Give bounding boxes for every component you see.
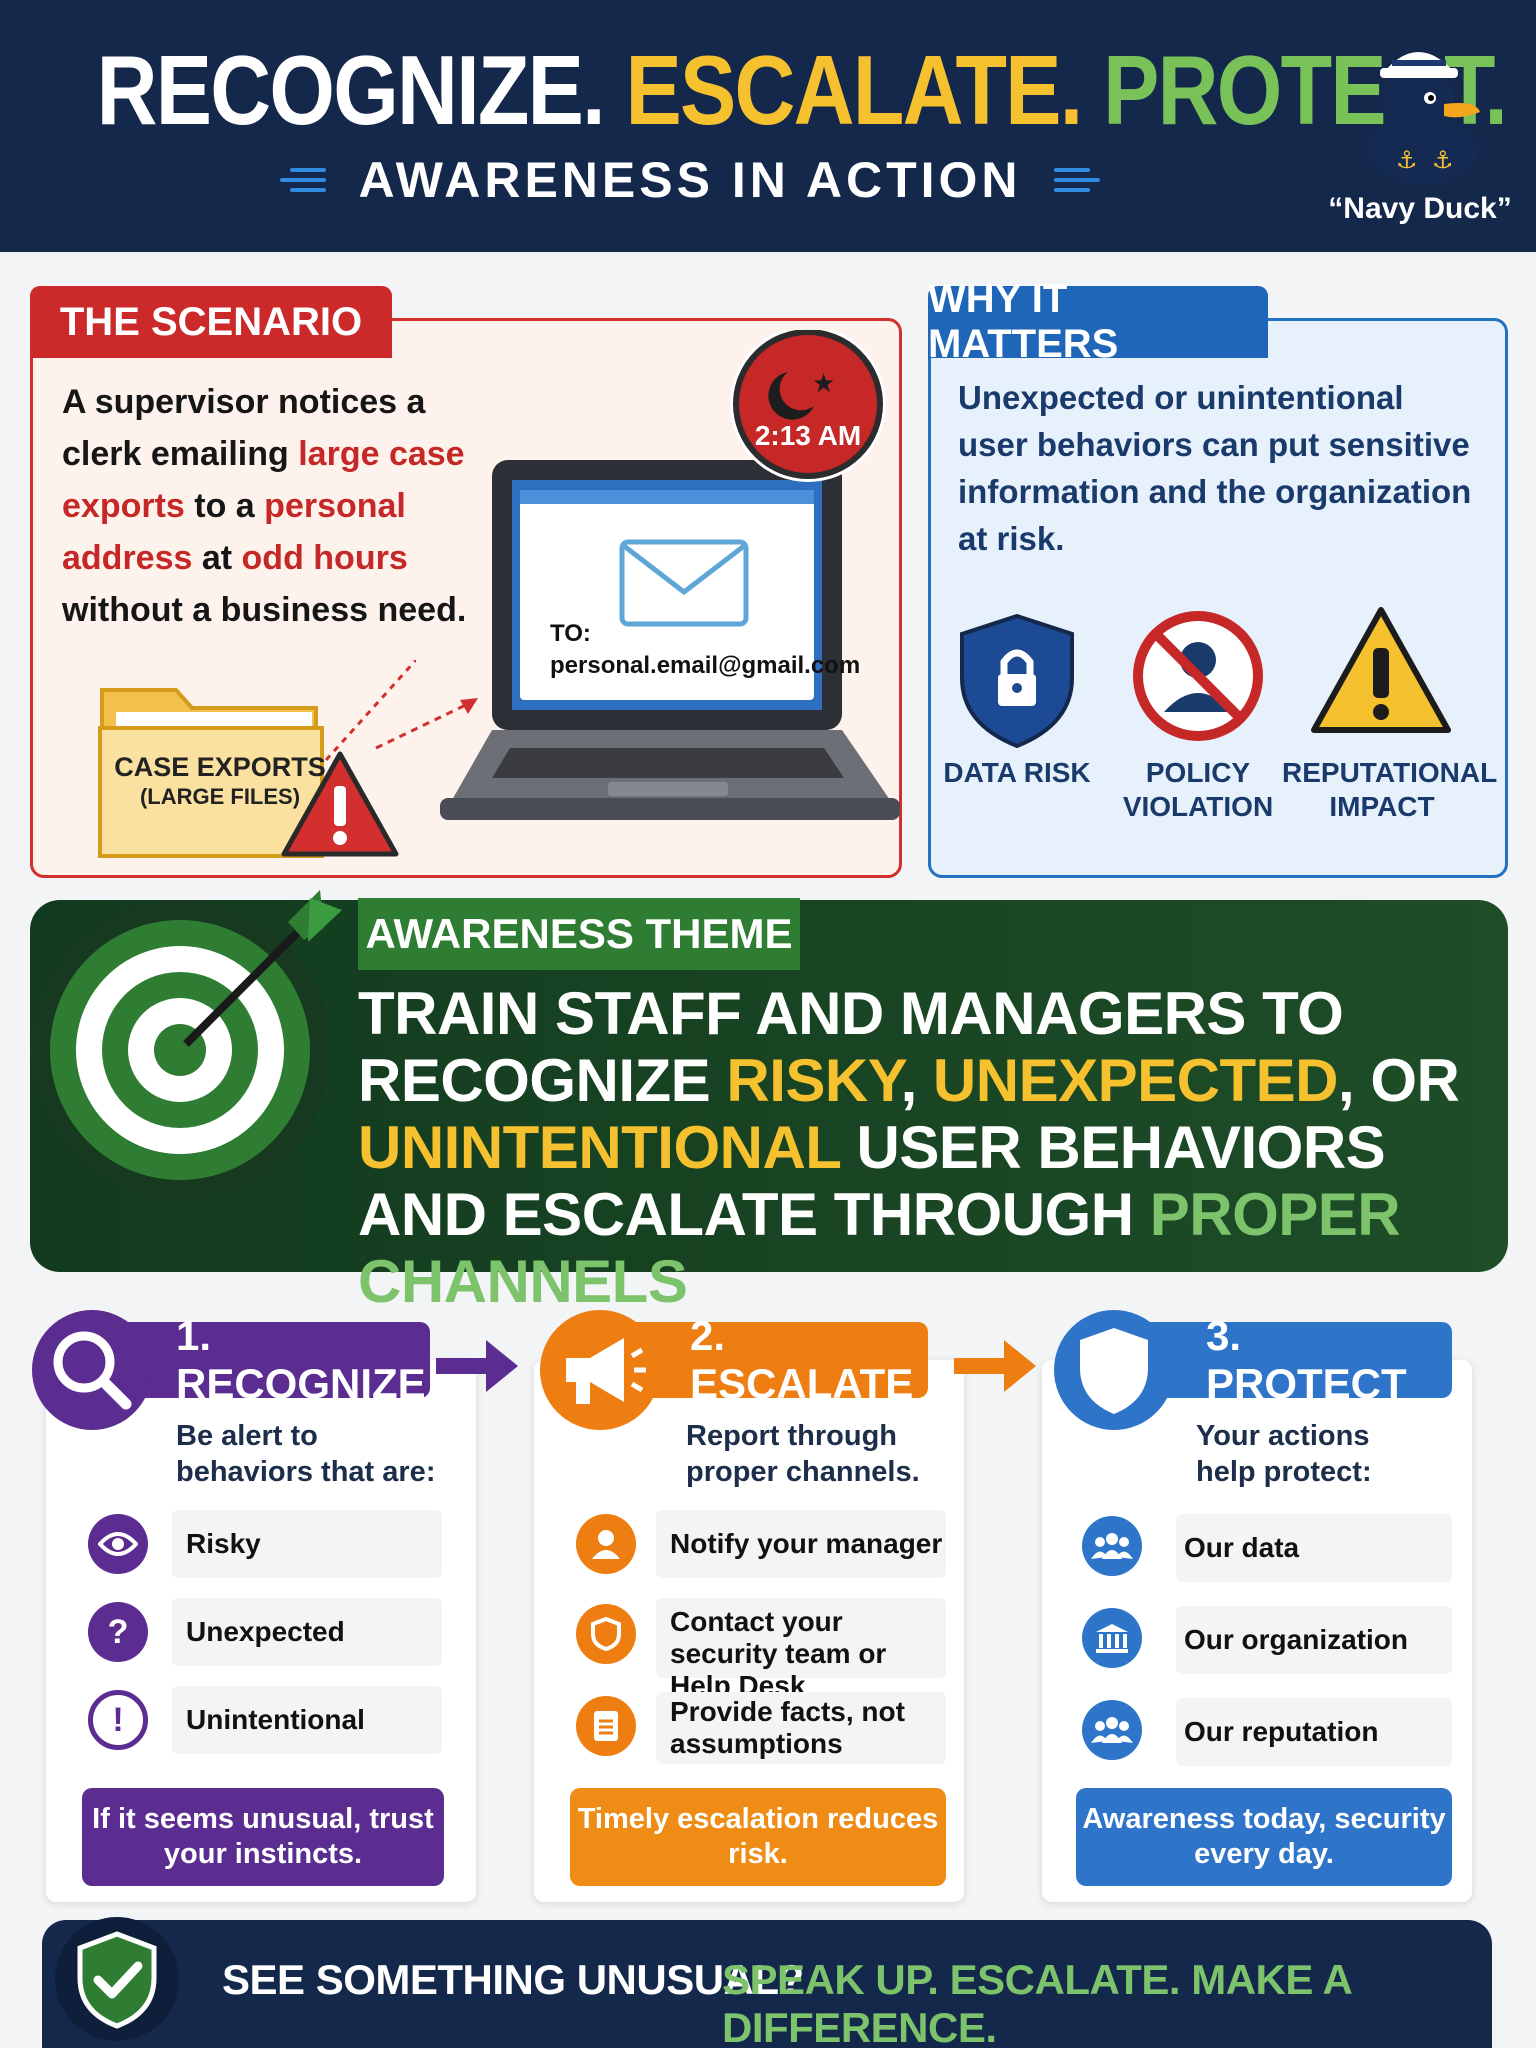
- recognize-intro: Be alert to behaviors that are:: [176, 1420, 436, 1488]
- policy-violation-label: POLICY VIOLATION: [1122, 757, 1274, 822]
- email-to-address: personal.email@gmail.com: [550, 652, 861, 679]
- question-icon: ?: [88, 1602, 148, 1662]
- bottom-banner: [42, 1920, 1492, 2048]
- recognize-item-risky: Risky: [186, 1528, 261, 1559]
- megaphone-icon: [540, 1310, 660, 1430]
- escalate-title: 2. ESCALATE: [618, 1312, 928, 1407]
- alert-triangle-icon: [281, 751, 399, 857]
- policy-violation-icon: [1133, 611, 1263, 741]
- target-icon: [30, 890, 342, 1200]
- escalate-item-security-team: Contact your security team or Help Desk: [670, 1606, 887, 1701]
- title-escalate: ESCALATE.: [603, 35, 1084, 145]
- subtitle-row: AWARENESS IN ACTION: [260, 150, 1120, 210]
- recognize-item-unexpected: Unexpected: [186, 1616, 345, 1647]
- night-clock-icon: ★: [730, 330, 886, 482]
- exclamation-icon: !: [88, 1690, 148, 1750]
- arrow-right-icon: [436, 1340, 518, 1392]
- recognize-item-unintentional: Unintentional: [186, 1704, 365, 1735]
- svg-text:⚓: ⚓: [1432, 146, 1454, 174]
- title-recognize: RECOGNIZE.: [96, 35, 606, 145]
- arrow-right-icon: [954, 1340, 1036, 1392]
- protect-item-organization: Our organization: [1184, 1624, 1408, 1655]
- banner-question: SEE SOMETHING UNUSUAL?: [222, 1956, 804, 2003]
- case-folder-icon: [98, 660, 416, 858]
- awareness-theme-text: TRAIN STAFF AND MANAGERS TO RECOGNIZE RI…: [358, 980, 1460, 1315]
- shield-check-icon: [55, 1917, 179, 2041]
- svg-text:★: ★: [812, 369, 835, 399]
- recognize-title: 1. RECOGNIZE: [120, 1312, 430, 1407]
- data-risk-label: DATA RISK: [943, 757, 1091, 788]
- escalate-intro: Report through proper channels.: [686, 1420, 920, 1488]
- recognize-footer: If it seems unusual, trust your instinct…: [82, 1788, 444, 1886]
- why-it-matters-card: [928, 318, 1508, 878]
- escalate-item-manager: Notify your manager: [670, 1528, 943, 1559]
- page-title: RECOGNIZE. ESCALATE. PROTECT.: [96, 34, 1508, 147]
- speed-lines-left-icon: [280, 160, 330, 200]
- dashed-arrow-icon: [375, 698, 478, 750]
- group-icon: [1082, 1700, 1142, 1760]
- reputational-impact-label: REPUTATIONAL IMPACT: [1282, 757, 1498, 822]
- protect-footer: Awareness today, security every day.: [1076, 1788, 1452, 1886]
- clock-time: 2:13 AM: [754, 420, 862, 451]
- banner-call-to-action: SPEAK UP. ESCALATE. MAKE A DIFFERENCE.: [722, 1956, 1351, 2048]
- magnifier-icon: [32, 1310, 152, 1430]
- protect-title: 3. PROTECT: [1126, 1312, 1452, 1407]
- awareness-theme-tab: AWARENESS THEME: [358, 898, 800, 970]
- protect-item-data: Our data: [1184, 1532, 1300, 1563]
- shield-icon: [576, 1604, 636, 1664]
- laptop-illustration: ★: [440, 330, 900, 820]
- mascot-label: “Navy Duck”: [1328, 192, 1512, 225]
- why-text: Unexpected or unintentional user behavio…: [958, 379, 1472, 557]
- shield-lock-icon: [960, 613, 1074, 749]
- email-to-label: TO:: [550, 620, 591, 647]
- protect-intro: Your actions help protect:: [1196, 1420, 1372, 1488]
- person-icon: [576, 1514, 636, 1574]
- svg-text:⚓: ⚓: [1396, 146, 1418, 174]
- protect-item-reputation: Our reputation: [1184, 1716, 1379, 1747]
- escalate-item-facts: Provide facts, not assumptions: [670, 1696, 905, 1759]
- eye-icon: [88, 1514, 148, 1574]
- why-it-matters-tab: WHY IT MATTERS: [928, 277, 1268, 366]
- folder-sublabel: (LARGE FILES): [139, 784, 301, 809]
- header-banner: [0, 0, 1536, 252]
- group-icon: [1082, 1516, 1142, 1576]
- speed-lines-right-icon: [1050, 160, 1100, 200]
- scenario-text: A supervisor notices a clerk emailing la…: [62, 383, 467, 629]
- document-icon: [576, 1696, 636, 1756]
- folder-label: CASE EXPORTS: [114, 752, 326, 782]
- navy-duck-mascot-icon: ⚓ ⚓: [1366, 52, 1480, 184]
- page-subtitle: AWARENESS IN ACTION: [358, 152, 1022, 208]
- shield-icon: [1054, 1310, 1174, 1430]
- envelope-icon: [619, 539, 749, 627]
- institution-icon: [1082, 1608, 1142, 1668]
- scenario-tab: THE SCENARIO: [30, 286, 392, 358]
- escalate-footer: Timely escalation reduces risk.: [570, 1788, 946, 1886]
- warning-icon: [1311, 607, 1451, 733]
